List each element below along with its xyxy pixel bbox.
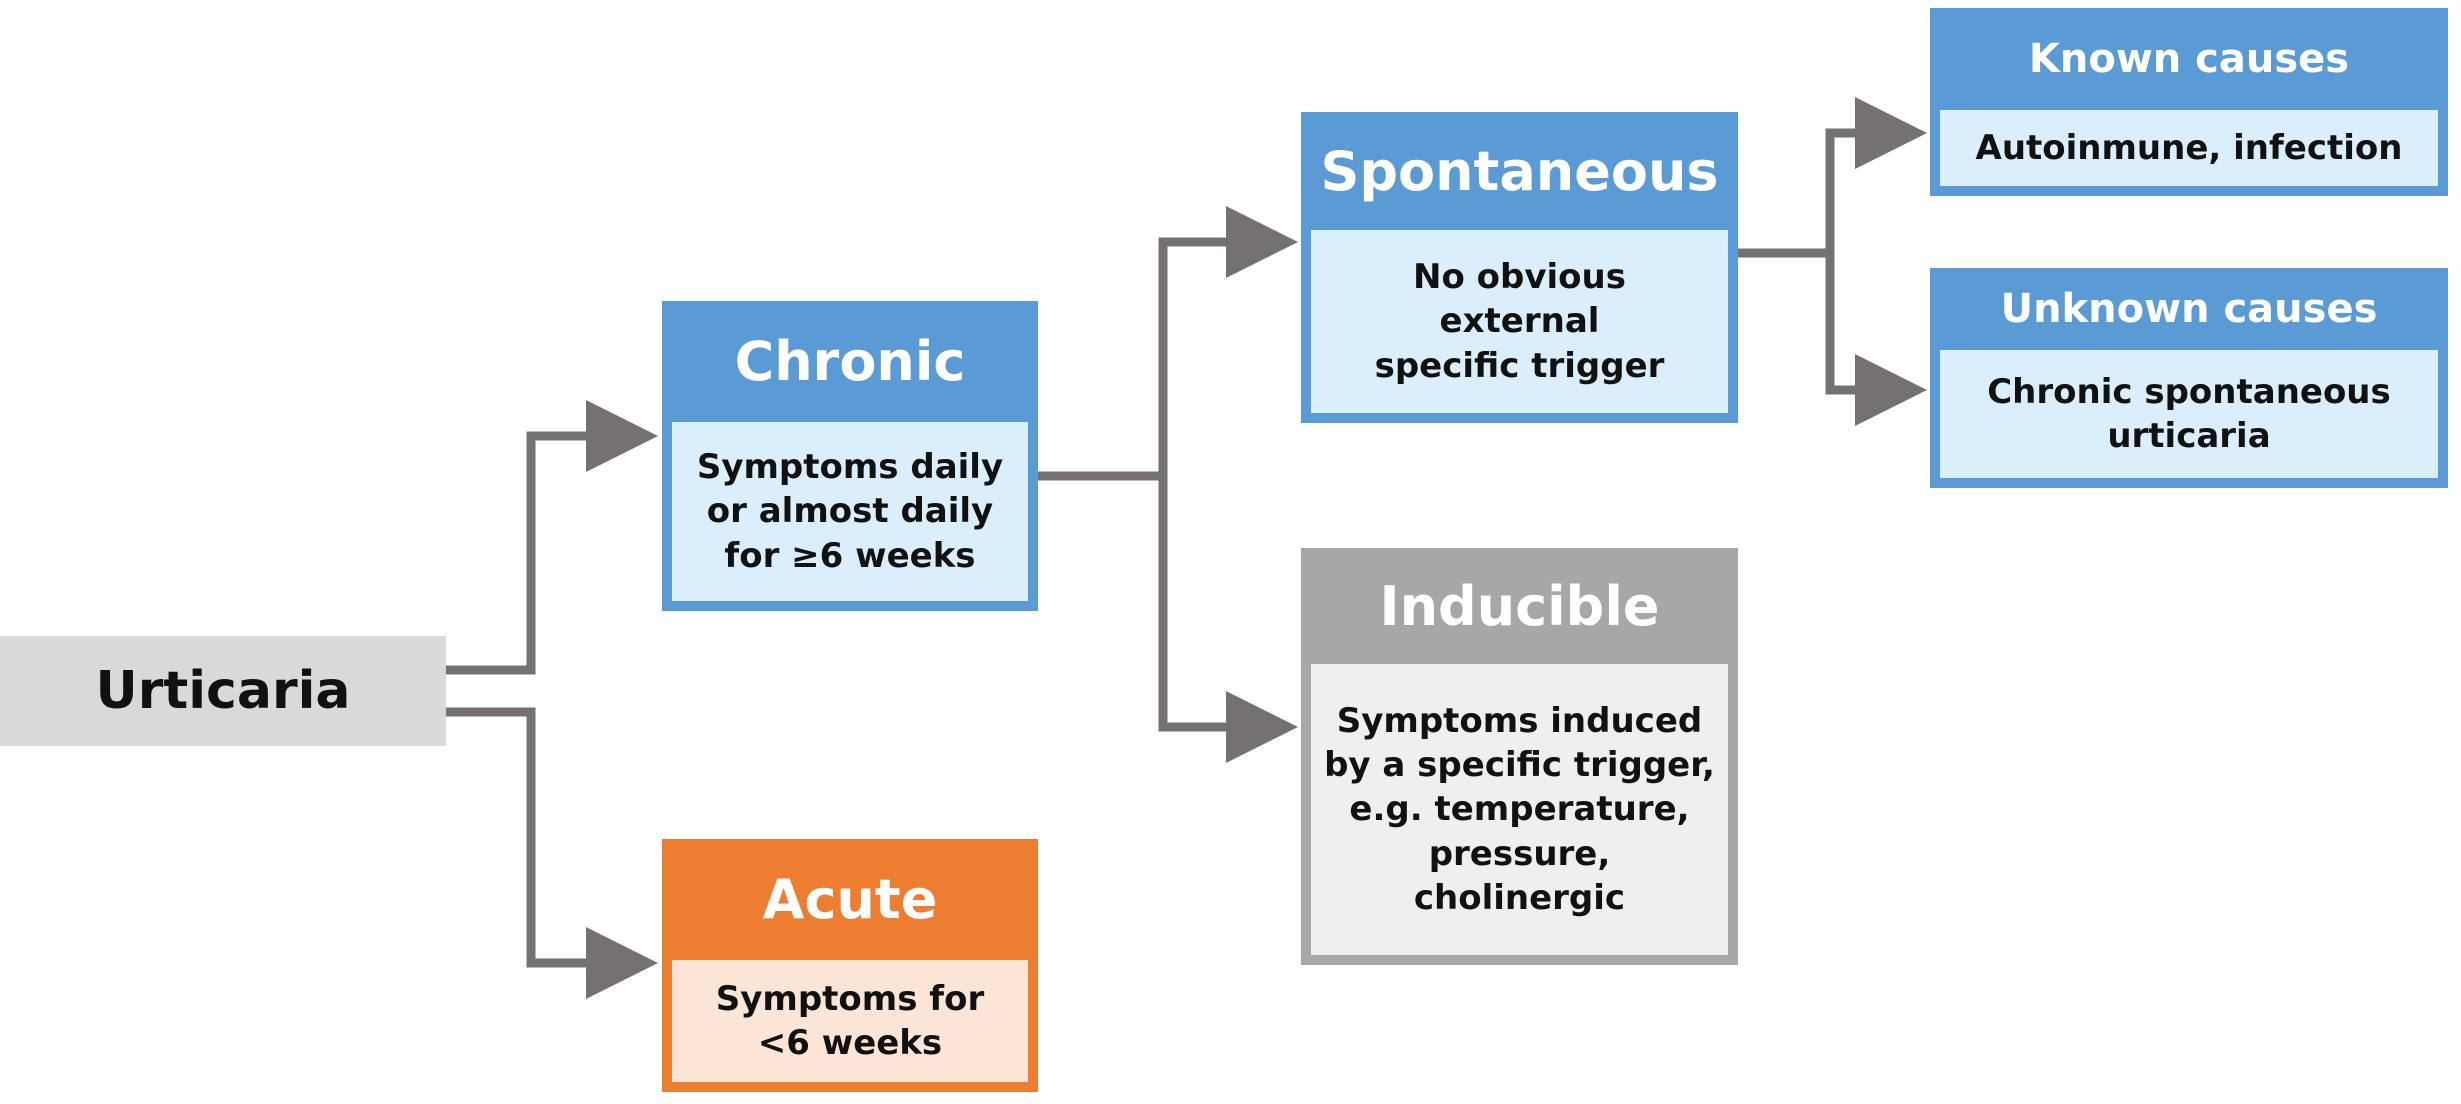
known-causes-title: Known causes	[2028, 36, 2350, 82]
chronic-line-1: Symptoms daily	[696, 447, 1004, 488]
spontaneous-line-1: No obvious	[1413, 257, 1626, 298]
inducible-line-1: Symptoms induced	[1336, 701, 1703, 742]
acute-title: Acute	[762, 868, 938, 931]
inducible-line-3: e.g. temperature,	[1349, 789, 1690, 830]
acute-node: Acute Symptoms for <6 weeks	[662, 839, 1038, 1092]
chronic-title: Chronic	[734, 330, 966, 393]
chronic-line-3: for ≥6 weeks	[724, 535, 976, 576]
known-causes-description: Autoinmune, infection	[1940, 110, 2438, 186]
spontaneous-line-2: external	[1439, 301, 1600, 342]
inducible-line-4: pressure,	[1428, 833, 1611, 874]
connector-spontaneous-known	[1738, 97, 1927, 258]
inducible-description: Symptoms induced by a specific trigger, …	[1311, 664, 1728, 955]
inducible-line-5: cholinergic	[1413, 877, 1626, 918]
connector-root-chronic	[446, 400, 658, 675]
connector-root-acute	[446, 707, 658, 999]
unknown-causes-title: Unknown causes	[2000, 286, 2378, 332]
inducible-line-2: by a specific trigger,	[1324, 745, 1715, 786]
acute-line-2: <6 weeks	[757, 1023, 943, 1063]
chronic-description: Symptoms daily or almost daily for ≥6 we…	[672, 422, 1028, 601]
chronic-line-2: or almost daily	[706, 491, 994, 532]
unknown-causes-line-2: urticaria	[2107, 416, 2271, 456]
spontaneous-title: Spontaneous	[1320, 139, 1719, 203]
connector-chronic-spontaneous	[1038, 206, 1298, 481]
spontaneous-description: No obvious external specific trigger	[1311, 230, 1728, 413]
spontaneous-line-3: specific trigger	[1374, 345, 1665, 386]
inducible-title: Inducible	[1379, 574, 1660, 638]
urticaria-root-node: Urticaria	[0, 636, 446, 746]
connector-chronic-inducible	[1158, 476, 1298, 763]
unknown-causes-node: Unknown causes Chronic spontaneous urtic…	[1930, 268, 2448, 488]
chronic-node: Chronic Symptoms daily or almost daily f…	[662, 301, 1038, 611]
inducible-node: Inducible Symptoms induced by a specific…	[1301, 548, 1738, 965]
unknown-causes-description: Chronic spontaneous urticaria	[1940, 350, 2438, 478]
spontaneous-node: Spontaneous No obvious external specific…	[1301, 112, 1738, 423]
unknown-causes-line-1: Chronic spontaneous	[1987, 371, 2391, 412]
known-causes-line-1: Autoinmune, infection	[1975, 127, 2403, 168]
urticaria-label: Urticaria	[95, 661, 351, 721]
acute-line-1: Symptoms for	[715, 978, 985, 1019]
known-causes-node: Known causes Autoinmune, infection	[1930, 8, 2448, 196]
acute-description: Symptoms for <6 weeks	[672, 960, 1028, 1082]
connector-spontaneous-unknown	[1825, 253, 1927, 426]
